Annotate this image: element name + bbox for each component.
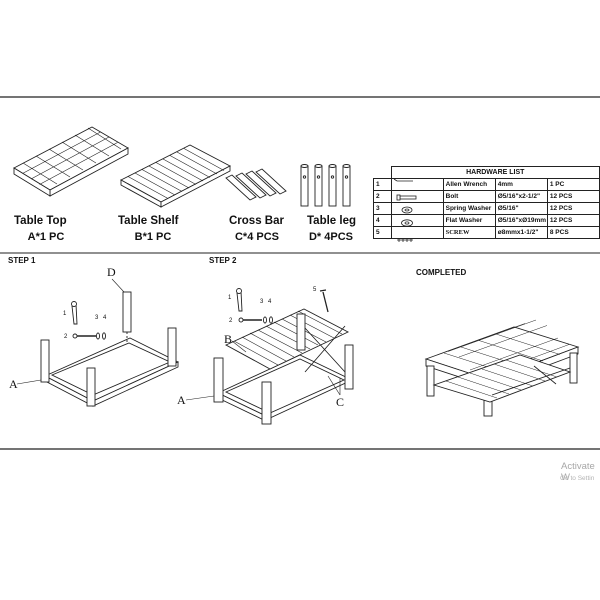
hw-size: 4mm <box>494 177 548 191</box>
table-shelf-illustration <box>120 144 231 208</box>
activate-windows-watermark: Activate W <box>561 461 595 483</box>
hw-size: Ø5/16" <box>494 201 548 215</box>
step1-hw-4: 4 <box>103 315 107 321</box>
hw-qty: 12 PCS <box>546 201 600 215</box>
step1-hw-1: 1 <box>63 311 67 317</box>
hw-size: ø8mmx1-1/2" <box>494 225 548 239</box>
hw-size: Ø5/16"xØ19mm <box>494 213 548 227</box>
step2-hw-2: 2 <box>229 318 233 324</box>
table-leg-illustration <box>300 164 351 207</box>
hw-no: 2 <box>373 189 392 203</box>
part-qty-cross-bar: C*4 PCS <box>234 231 280 243</box>
step2-hw-3: 3 <box>260 299 264 305</box>
part-qty-table-top: A*1 PC <box>27 231 65 243</box>
part-name-table-top: Table Top <box>14 215 67 227</box>
part-name-cross-bar: Cross Bar <box>229 215 284 227</box>
table-row: 4 Flat Washer Ø5/16"xØ19mm 12 PCS <box>373 213 600 227</box>
step1-hw-3: 3 <box>95 315 99 321</box>
table-row: 5 SCREW ø8mmx1-1/2" 8 PCS <box>373 225 600 239</box>
table-top-illustration <box>13 126 129 197</box>
hw-name: SCREW <box>442 225 496 239</box>
screw-icon <box>397 238 413 242</box>
hw-name: Allen Wrench <box>442 177 496 191</box>
hw-qty: 8 PCS <box>546 225 600 239</box>
step1-callout-frame: A <box>9 377 18 391</box>
table-row: 1 Allen Wrench 4mm 1 PC <box>373 177 600 191</box>
hw-no: 5 <box>373 225 392 239</box>
activate-windows-subtext: Go to Settin <box>560 475 595 482</box>
step2-hw-1: 1 <box>228 295 232 301</box>
hardware-title-row: HARDWARE LIST <box>373 166 600 179</box>
part-qty-table-shelf: B*1 PC <box>134 231 172 243</box>
step1-hw-2: 2 <box>64 334 68 340</box>
hardware-list-table: HARDWARE LIST 1 Allen Wrench 4mm 1 PC 2 … <box>373 166 600 239</box>
step2-hw-4: 4 <box>268 299 272 305</box>
table-row: 3 Spring Washer Ø5/16" 12 PCS <box>373 201 600 215</box>
hw-icon-cell <box>390 177 444 191</box>
hardware-list-title: HARDWARE LIST <box>390 166 600 179</box>
part-qty-table-leg: D* 4PCS <box>308 231 354 243</box>
hw-icon-cell <box>390 189 444 203</box>
cross-bar-illustration <box>225 168 287 201</box>
hw-qty: 12 PCS <box>546 189 600 203</box>
hw-no: 3 <box>373 201 392 215</box>
step2-callout-shelf: B <box>224 332 233 346</box>
completed-title: COMPLETED <box>416 268 467 277</box>
hw-qty: 12 PCS <box>546 213 600 227</box>
part-name-table-shelf: Table Shelf <box>118 215 179 227</box>
step1-illustration <box>16 278 180 407</box>
step2-callout-crossbar: C <box>336 395 345 409</box>
step2-title: STEP 2 <box>209 256 237 265</box>
completed-table-illustration <box>424 319 580 417</box>
hw-no: 4 <box>373 213 392 227</box>
hw-qty: 1 PC <box>546 177 600 191</box>
hw-icon-cell <box>390 213 444 227</box>
step2-callout-frame: A <box>177 393 186 407</box>
hw-size: Ø5/16"x2-1/2" <box>494 189 548 203</box>
hw-no: 1 <box>373 177 392 191</box>
step1-callout-leg: D <box>107 265 116 279</box>
step2-illustration <box>185 288 354 425</box>
hw-name: Flat Washer <box>442 213 496 227</box>
hw-icon-cell <box>390 201 444 215</box>
hw-name: Spring Washer <box>442 201 496 215</box>
table-row: 2 Bolt Ø5/16"x2-1/2" 12 PCS <box>373 189 600 203</box>
part-name-table-leg: Table leg <box>307 215 356 227</box>
hw-name: Bolt <box>442 189 496 203</box>
step1-title: STEP 1 <box>8 256 36 265</box>
step2-hw-5: 5 <box>313 287 317 293</box>
hw-icon-cell <box>390 225 444 239</box>
